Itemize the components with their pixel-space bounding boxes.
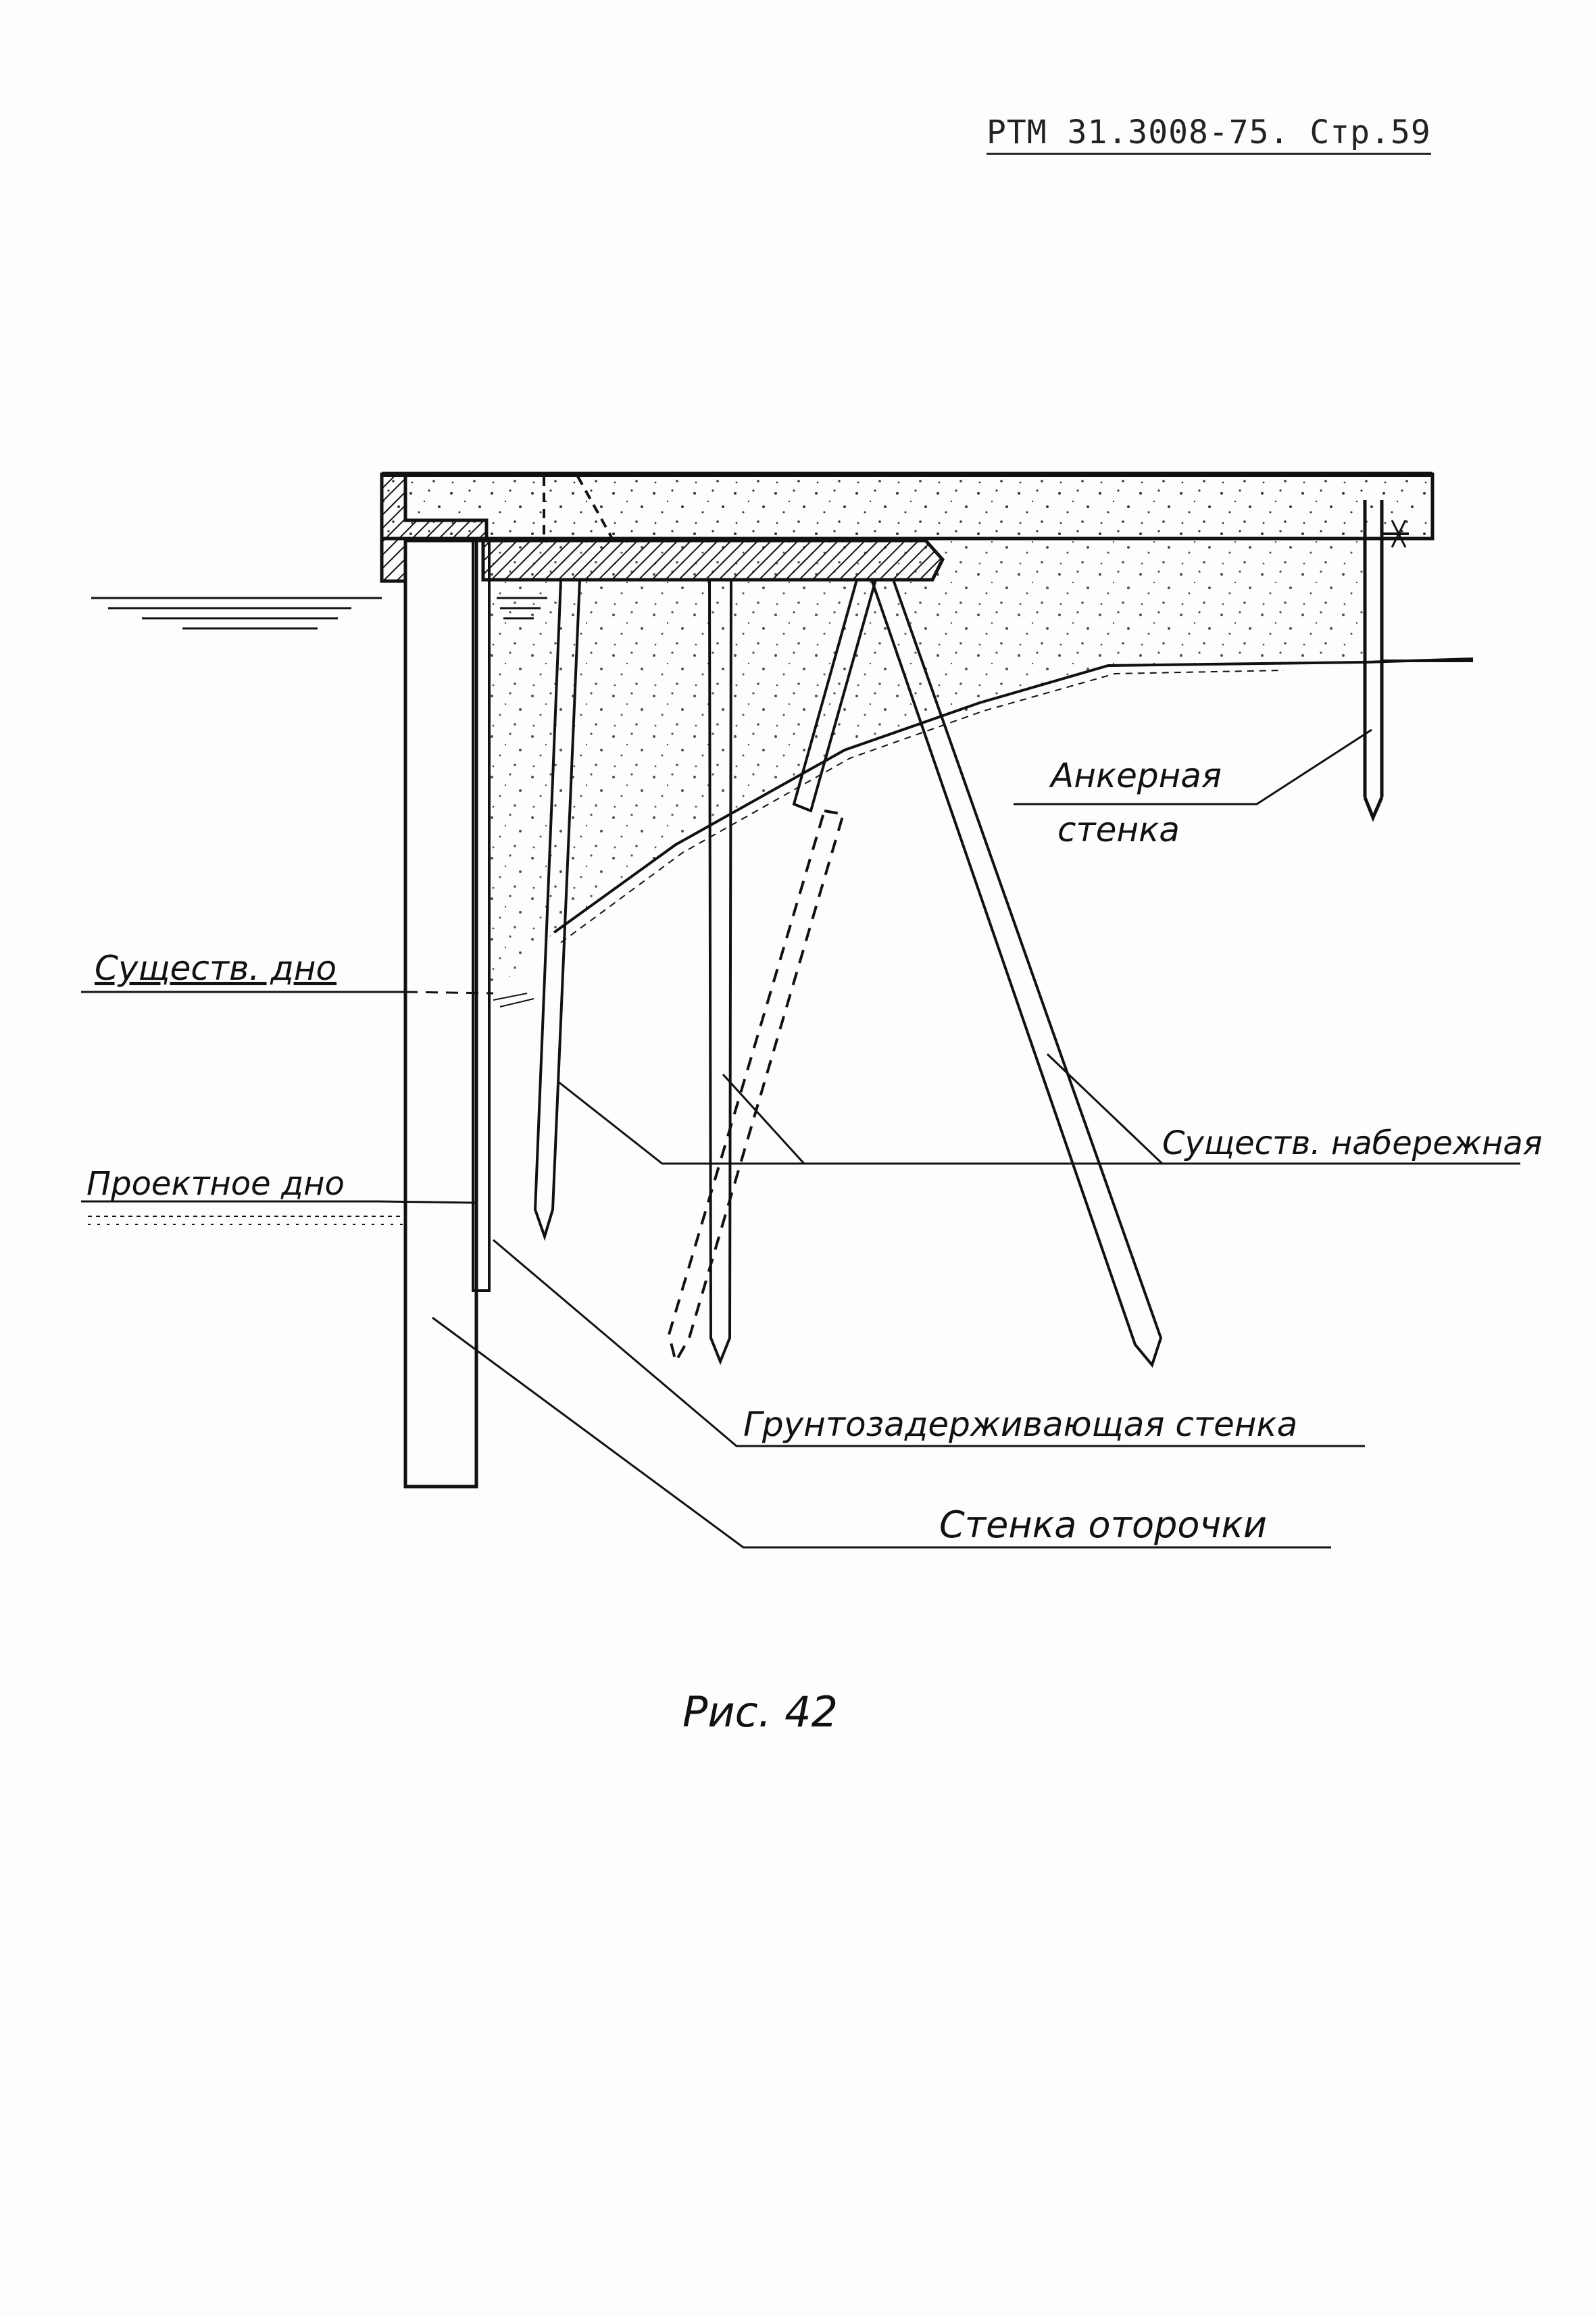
- raking-pile: [870, 578, 1163, 1368]
- label-edging-wall: Стенка оторочки: [939, 1503, 1267, 1546]
- anchor-wall: [1363, 500, 1409, 822]
- leader-existing-quay-3: [1046, 1053, 1164, 1165]
- leader-anchor-wall: [1014, 728, 1372, 805]
- inclined-strut: [792, 578, 878, 813]
- pile-cap-slab: [481, 539, 945, 582]
- design-bottom-ground: [88, 1216, 405, 1225]
- fill-soil-area: [487, 541, 1365, 1000]
- label-anchor-wall-2: стенка: [1057, 810, 1180, 849]
- leader-lines: [81, 728, 1520, 1549]
- label-existing-bottom: Существ. дно: [95, 949, 336, 988]
- leader-edging-wall: [432, 1316, 1331, 1549]
- ground-slope-line: [553, 657, 1474, 943]
- leader-design-bottom: [81, 1200, 477, 1204]
- leader-retaining-wall: [493, 1239, 1365, 1447]
- leader-existing-bottom-dashed: [405, 991, 494, 995]
- existing-bottom-marks: [493, 993, 534, 1007]
- existing-quay-dashed-pile: [667, 809, 845, 1366]
- leader-existing-quay-2: [722, 1073, 805, 1165]
- deck-dashed-line-2: [576, 476, 613, 538]
- deck-slab: [380, 472, 1435, 541]
- edging-wall: [403, 539, 478, 1489]
- label-anchor-wall-1: Анкерная: [1049, 756, 1222, 795]
- leader-existing-quay: [557, 1080, 1520, 1165]
- water-level-lines: [91, 597, 547, 630]
- figure-caption: Рис. 42: [682, 1687, 838, 1737]
- label-retaining-wall: Грунтозадерживающая стенка: [743, 1405, 1297, 1444]
- retaining-sheet-wall: [472, 539, 491, 1292]
- document-reference: РТМ 31.3008-75. Стр.59: [987, 114, 1431, 155]
- label-design-bottom: Проектное дно: [86, 1165, 345, 1203]
- vertical-pile-1: [533, 578, 582, 1241]
- vertical-pile-2: [707, 578, 733, 1366]
- label-existing-quay: Существ. набережная: [1162, 1124, 1543, 1162]
